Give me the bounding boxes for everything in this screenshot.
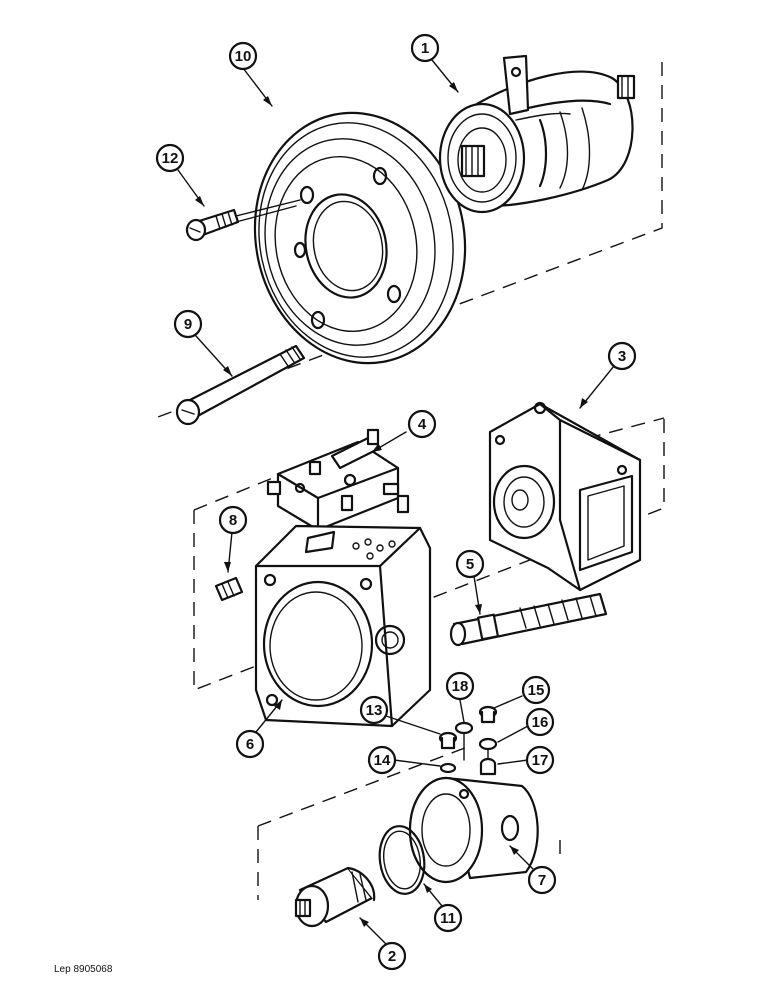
part-hydraulic-motor (438, 54, 636, 214)
svg-text:2: 2 (388, 948, 396, 965)
callout-1: 1 (410, 33, 440, 63)
svg-text:12: 12 (162, 150, 179, 167)
part-flanged-cylinder (408, 776, 539, 884)
svg-text:1: 1 (421, 40, 429, 57)
callout-7: 7 (527, 865, 557, 895)
part-control-spool (449, 592, 608, 647)
callout-balloons: 10 1 12 9 4 3 8 5 (155, 33, 637, 971)
part-small-fittings (438, 705, 498, 776)
svg-text:6: 6 (246, 736, 254, 753)
callout-5: 5 (455, 549, 485, 579)
part-end-cover (488, 401, 642, 592)
callout-4: 4 (407, 409, 437, 439)
callout-14: 14 (367, 745, 397, 775)
part-flywheel-disc (253, 111, 467, 365)
svg-text:15: 15 (528, 682, 545, 699)
svg-text:8: 8 (229, 512, 237, 529)
svg-text:17: 17 (532, 752, 549, 769)
svg-text:7: 7 (538, 872, 546, 889)
callout-leader-lines (177, 59, 615, 945)
part-cap-screw-short (185, 199, 301, 242)
drawing-reference-number: Lep 8905068 (54, 964, 113, 975)
svg-text:14: 14 (374, 752, 391, 769)
part-cartridge (294, 866, 376, 928)
callout-18: 18 (445, 671, 475, 701)
callout-15: 15 (521, 675, 551, 705)
svg-text:10: 10 (235, 48, 252, 65)
svg-text:16: 16 (532, 714, 549, 731)
callout-9: 9 (173, 309, 203, 339)
part-set-screw (214, 576, 244, 602)
part-long-bolt (175, 344, 306, 426)
callout-6: 6 (235, 729, 265, 759)
callout-12: 12 (155, 143, 185, 173)
callout-13: 13 (359, 695, 389, 725)
svg-text:4: 4 (418, 416, 427, 433)
part-pump-housing (254, 524, 432, 728)
callout-11: 11 (433, 903, 463, 933)
part-valve-block (266, 428, 410, 532)
callout-16: 16 (525, 707, 555, 737)
svg-text:3: 3 (618, 348, 626, 365)
part-o-ring (378, 825, 426, 895)
svg-text:5: 5 (466, 556, 474, 573)
callout-3: 3 (607, 341, 637, 371)
svg-text:9: 9 (184, 316, 192, 333)
svg-text:11: 11 (440, 910, 456, 927)
callout-10: 10 (228, 41, 258, 71)
callout-17: 17 (525, 745, 555, 775)
callout-2: 2 (377, 941, 407, 971)
callout-8: 8 (218, 505, 248, 535)
svg-text:13: 13 (366, 702, 383, 719)
svg-text:18: 18 (452, 678, 469, 695)
